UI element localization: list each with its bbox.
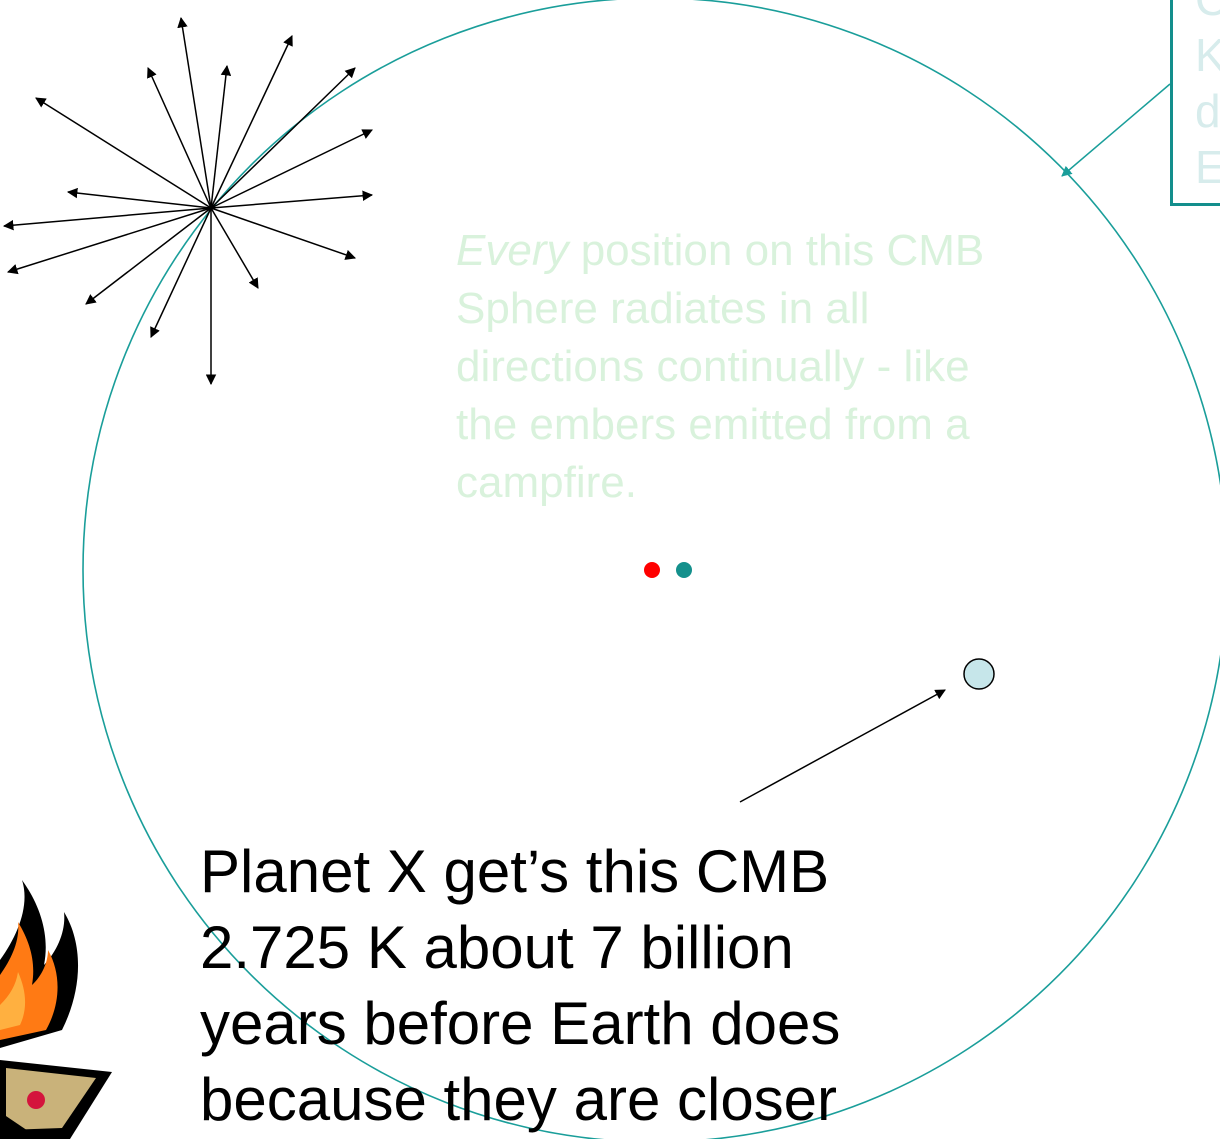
cmb-text-line-2: Sphere radiates in all [456,284,870,333]
callout-line: d [1195,85,1220,137]
radiating-arrow [177,16,212,209]
radiating-arrow [35,97,212,209]
planet-text-line-2: 2.725 K about 7 billion [200,914,794,981]
campfire-icon [0,880,112,1139]
planet-text-line-4: because they are closer [200,1066,838,1133]
teal-dot [676,562,692,578]
radiating-arrow [85,207,212,305]
planet-x-description: Planet X get’s this CMB 2.725 K about 7 … [200,834,960,1138]
cmb-text-line-3: directions continually - like [456,342,970,391]
cmb-text-line-1: Every position on this CMB [456,222,1076,280]
cmb-text-line-4: the embers emitted from a [456,400,970,449]
cmb-text-line-5: campfire. [456,458,637,507]
radiating-arrow [147,67,212,209]
radiating-arrow [210,35,293,209]
radiating-arrow [210,190,374,209]
cmb-text-lead-word: Every [456,226,569,275]
callout-line: K [1195,27,1220,83]
callout-box: C K d E [1170,0,1220,206]
callout-line: E [1195,139,1220,195]
planet-text-line-1: Planet X get’s this CMB [200,838,830,905]
radiating-arrow [210,64,232,209]
planet-text-line-3: years before Earth does [200,990,841,1057]
radiating-arrow [66,187,212,209]
cmb-text-line-1-rest: position on this CMB [568,226,985,275]
radiating-arrow [2,207,212,231]
callout-line: C [1195,0,1220,27]
planet-pointer-arrow [739,689,946,803]
callout-pointer-arrow [1061,83,1171,177]
radiating-arrow [6,207,212,275]
cmb-description: Every position on this CMB Sphere radiat… [456,222,1076,512]
radiating-arrow [210,67,356,209]
radiating-arrow [210,207,356,260]
radiating-arrow [210,129,373,209]
radiating-arrow [210,207,259,289]
radiating-arrows-icon [2,16,374,386]
cmb-sphere [82,0,1220,1139]
planet-x-icon [963,658,995,690]
red-dot [644,562,660,578]
radiating-arrow [150,207,212,338]
